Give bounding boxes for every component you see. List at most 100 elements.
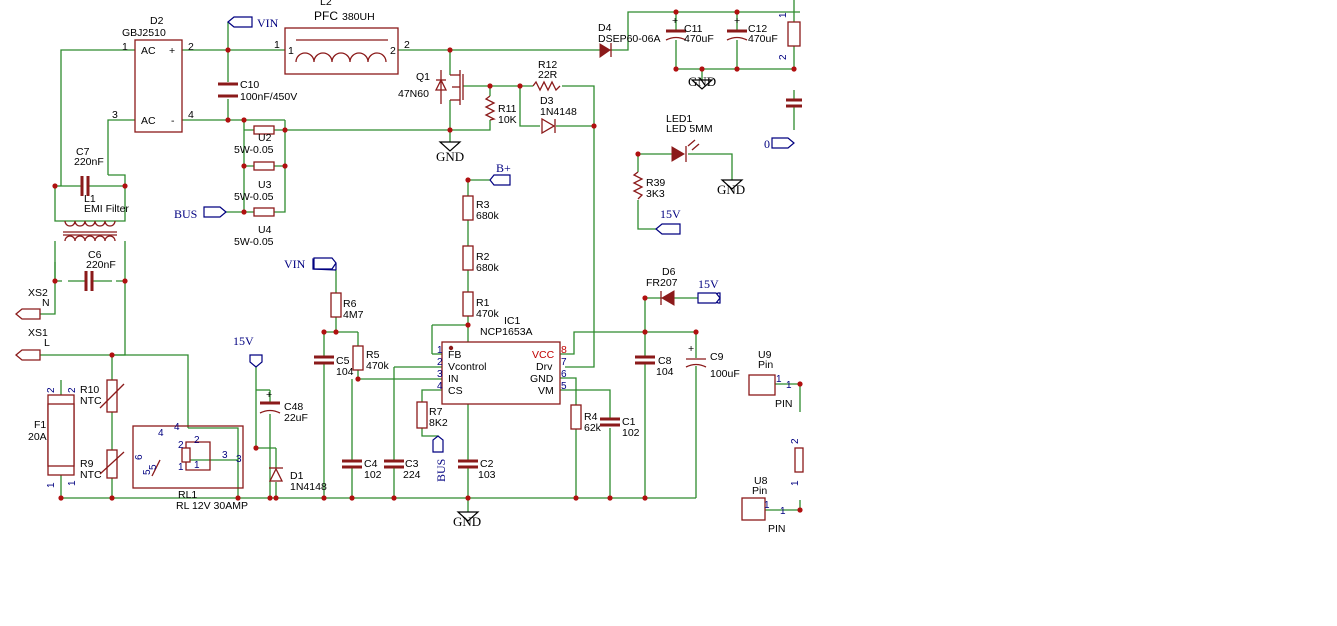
resistor-r5[interactable]: R5 470k (352, 345, 390, 372)
power-flag-15v-relay[interactable]: 15V (233, 334, 263, 368)
controller-ic1[interactable]: IC1 NCP1653A FB Vcontrol IN CS VCC Drv G… (437, 315, 567, 405)
power-flag-15v-led[interactable]: 15V (655, 207, 681, 235)
junction-dot (642, 495, 648, 501)
shunt-resistor-u2[interactable]: U2 5W-0.05 (234, 125, 275, 156)
r10-pin2: 2 (67, 387, 78, 393)
ground-q1[interactable]: GND (436, 141, 464, 164)
q1-value: 47N60 (398, 88, 429, 100)
connector-xs1[interactable]: XS1 L (14, 327, 50, 361)
gnd-c11-label: GND (688, 74, 716, 89)
capacitor-c8[interactable]: C8 104 (635, 355, 674, 378)
junction-dot (797, 381, 803, 387)
resistor-r6[interactable]: R6 4M7 (330, 292, 364, 321)
led1-ref: LED1 (666, 113, 692, 125)
thermistor-r9[interactable]: R9 NTC 1 (67, 449, 125, 486)
resistor-r39[interactable]: R39 3K3 (632, 171, 665, 200)
r3-value: 680k (476, 210, 500, 222)
capacitor-c7[interactable]: C7 220nF (74, 146, 104, 196)
junction-dot (109, 495, 115, 501)
d4-ref: D4 (598, 22, 612, 34)
capacitor-c6[interactable]: C6 220nF (84, 249, 116, 291)
power-flag-vin-mid[interactable]: VIN (284, 257, 337, 271)
xs2-value: N (42, 297, 50, 309)
pin-u9[interactable]: U9 Pin PIN 1 1 (748, 349, 793, 410)
r12-value: 22R (538, 69, 558, 81)
thermistor-r10[interactable]: R10 NTC 2 (67, 379, 125, 413)
u9-ref: U9 (758, 349, 772, 361)
resistor-r12[interactable]: R12 22R (532, 59, 561, 92)
ic1-num-5: 5 (561, 381, 567, 392)
right-edge-partial-component: 2 1 (790, 438, 804, 486)
c11-value: 470uF (684, 33, 714, 45)
ic1-num-4: 4 (437, 381, 443, 392)
diode-d6[interactable]: D6 FR207 (646, 266, 678, 306)
bridge-rectifier-d2[interactable]: D2 GBJ2510 AC AC + - 1 2 3 4 (112, 15, 194, 133)
power-flag-15v-d6[interactable]: 15V (697, 277, 721, 304)
power-flag-bplus[interactable]: B+ (489, 161, 511, 186)
capacitor-c9[interactable]: + C9 100uF (685, 343, 740, 380)
diode-d1[interactable]: D1 1N4148 (268, 467, 327, 493)
resistor-r7[interactable]: R7 8K2 (416, 401, 448, 429)
c48-plus: + (266, 389, 272, 401)
ic1-num-8: 8 (561, 344, 567, 356)
diode-d3[interactable]: D3 1N4148 (540, 95, 577, 135)
bus-pin-label: BUS (434, 459, 448, 482)
emi-filter-l1[interactable]: L1 EMI Filter (63, 193, 129, 242)
mosfet-q1[interactable]: Q1 47N60 (398, 70, 464, 105)
junction-dot (517, 83, 523, 89)
shunt-resistor-u4[interactable]: U4 5W-0.05 (234, 207, 275, 248)
junction-dot (355, 376, 361, 382)
capacitor-c12[interactable]: + C12 470uF (726, 15, 778, 45)
junction-dot (447, 47, 453, 53)
junction-dot (734, 66, 740, 72)
fuse-f1[interactable]: F1 20A 2 1 (28, 387, 75, 488)
relay-rl1[interactable]: 4 4 2 2 3 3 1 1 6 5 5 RL1 RL 12V 30AMP (132, 422, 248, 512)
connector-xs2[interactable]: XS2 N (14, 287, 50, 320)
shunt-resistor-u3[interactable]: U3 5W-0.05 (234, 161, 275, 203)
pin-u8[interactable]: U8 Pin PIN 1 1 (741, 475, 786, 535)
led-led1[interactable]: LED1 LED 5MM (666, 113, 713, 162)
capacitor-c11[interactable]: + C11 470uF (665, 15, 714, 45)
resistor-r1[interactable]: R1 470k (462, 291, 500, 320)
c48-ref: C48 (284, 401, 303, 413)
capacitor-c4[interactable]: C4 102 (342, 458, 382, 481)
ic1-num-7: 7 (561, 357, 567, 368)
junction-dot (797, 507, 803, 513)
c1-ref: C1 (622, 416, 636, 428)
ic1-ref: IC1 (504, 315, 521, 327)
resistor-r2[interactable]: R2 680k (462, 245, 500, 274)
junction-dot (673, 9, 679, 15)
ground-c11[interactable]: GND (688, 74, 716, 90)
capacitor-c48[interactable]: + C48 22uF (259, 389, 308, 424)
l2-pin1: 1 (274, 39, 280, 51)
power-flag-vin-top[interactable]: VIN (227, 16, 279, 30)
ground-main[interactable]: GND (453, 511, 481, 529)
junction-dot (235, 495, 241, 501)
resistor-r11[interactable]: R11 10K (484, 95, 517, 126)
power-flag-zero[interactable]: 0 (764, 137, 795, 151)
u4-value: 5W-0.05 (234, 236, 274, 248)
resistor-r3[interactable]: R3 680k (462, 195, 500, 222)
r7-value: 8K2 (429, 417, 448, 429)
capacitor-c5[interactable]: C5 104 (314, 355, 354, 378)
junction-dot (282, 163, 288, 169)
diode-d4[interactable]: D4 DSEP60-06A (598, 22, 660, 58)
ic1-pin-vcontrol: Vcontrol (448, 361, 487, 373)
capacitor-c1[interactable]: C1 102 (600, 416, 640, 439)
l1-value: EMI Filter (84, 203, 129, 215)
resistor-r4[interactable]: R4 62k (570, 404, 602, 434)
capacitor-c3[interactable]: C3 224 (384, 458, 421, 481)
junction-dot (321, 329, 327, 335)
ic1-num-2: 2 (437, 357, 443, 368)
r4-value: 62k (584, 422, 602, 434)
ground-led[interactable]: GND (717, 179, 745, 197)
ic1-pin-fb: FB (448, 349, 461, 361)
power-flag-bus[interactable]: BUS (174, 206, 227, 221)
capacitor-c10[interactable]: C10 100nF/450V (218, 79, 297, 103)
capacitor-c2[interactable]: C2 103 (458, 458, 496, 481)
junction-dot (673, 66, 679, 72)
power-flag-bus-pin[interactable]: BUS (432, 435, 448, 482)
u3-value: 5W-0.05 (234, 191, 274, 203)
pfc-inductor-l2[interactable]: L2 PFC 380UH 1 1 2 2 (274, 0, 410, 75)
r10-value: NTC (80, 395, 102, 407)
